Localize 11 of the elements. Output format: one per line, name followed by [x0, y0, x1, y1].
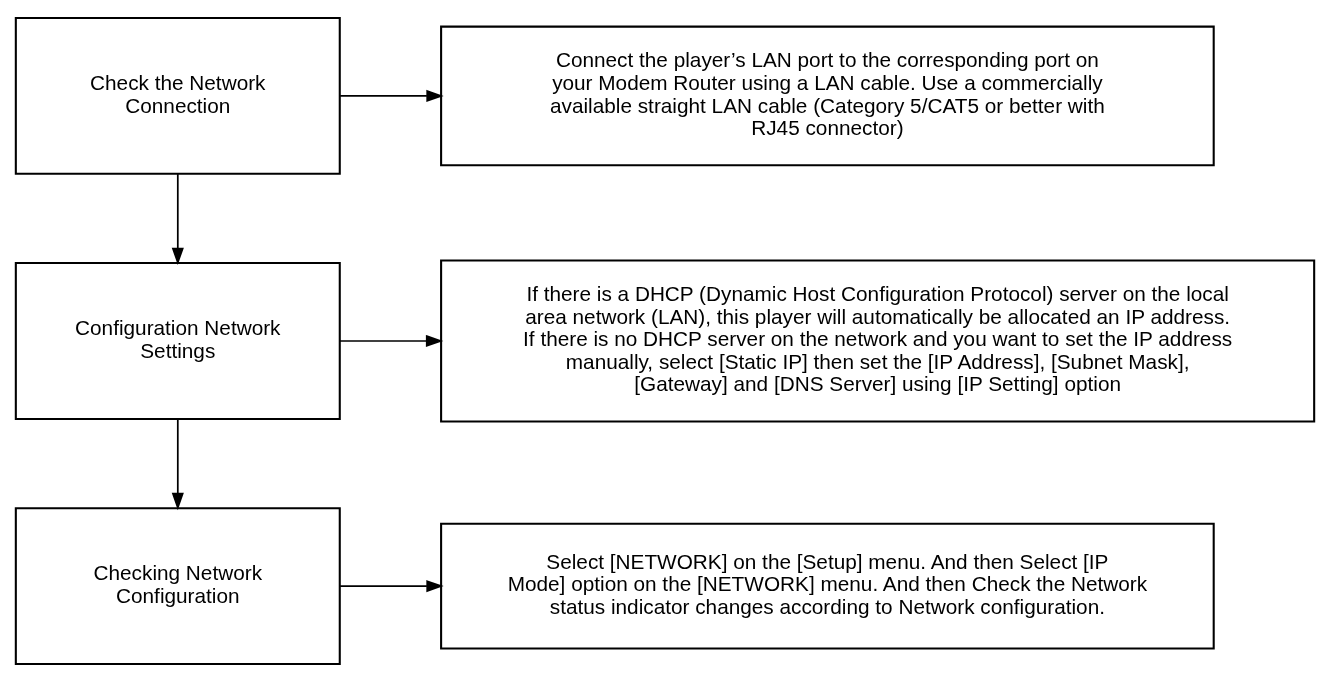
arrow: [339, 89, 444, 102]
arrow: [339, 580, 444, 593]
arrow: [171, 173, 184, 266]
node-box: Configuration Network Settings: [14, 262, 341, 420]
node-box: Select [NETWORK] on the [Setup] menu. And then Select [IP Mode] option on the [NETWORK] menu. And then Check the Network status indicator changes according to Network configuration.: [440, 522, 1215, 650]
arrow: [338, 334, 444, 348]
node-box: Check the Network Connection: [14, 16, 341, 175]
node-box: Connect the player’s LAN port to the corresponding port on your Modem Router using a LAN cable. Use a commercially available straight LAN cable (Category 5/CAT5 or better with RJ45 connector): [440, 25, 1215, 167]
arrow: [171, 418, 184, 511]
node-box: Checking Network Configuration: [14, 507, 341, 666]
node-box: If there is a DHCP (Dynamic Host Configuration Protocol) server on the local area network (LAN), this player will automatically be allocated an IP address. If there is no DHCP server on the network and you want to set the IP address manually, select [Static IP] then set the [IP Address], [Subnet Mask], [Gateway] and [DNS Server] using [IP Setting] option: [440, 259, 1316, 423]
